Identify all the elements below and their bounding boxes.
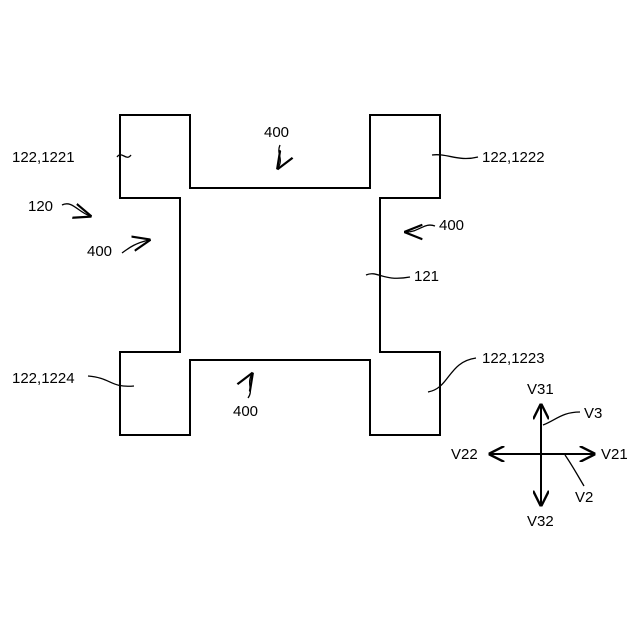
label-recess-top: 400: [264, 124, 289, 141]
arrow-recess-top: [278, 145, 280, 168]
leader-corner-top-right: [432, 155, 478, 159]
leader-v2: [565, 455, 584, 486]
arrow-recess-right: [406, 225, 435, 232]
arrow-component: [62, 204, 90, 216]
label-corner-bottom-right: 122,1223: [482, 350, 545, 367]
label-corner-top-right: 122,1222: [482, 149, 545, 166]
label-corner-top-left: 122,1221: [12, 149, 75, 166]
label-v21: V21: [601, 446, 628, 463]
leader-body: [366, 274, 410, 278]
leader-corner-bottom-left: [88, 376, 134, 386]
label-body: 121: [414, 268, 439, 285]
label-component: 120: [28, 198, 53, 215]
leader-v3: [543, 412, 580, 425]
label-recess-right: 400: [439, 217, 464, 234]
arrow-recess-left: [122, 240, 149, 253]
label-v32: V32: [527, 513, 554, 530]
label-v31: V31: [527, 381, 554, 398]
label-v3: V3: [584, 405, 602, 422]
label-recess-left: 400: [87, 243, 112, 260]
label-recess-bottom: 400: [233, 403, 258, 420]
label-v2: V2: [575, 489, 593, 506]
label-v22: V22: [451, 446, 478, 463]
leader-corner-bottom-right: [428, 358, 476, 392]
arrow-recess-bottom: [248, 374, 252, 398]
label-corner-bottom-left: 122,1224: [12, 370, 75, 387]
